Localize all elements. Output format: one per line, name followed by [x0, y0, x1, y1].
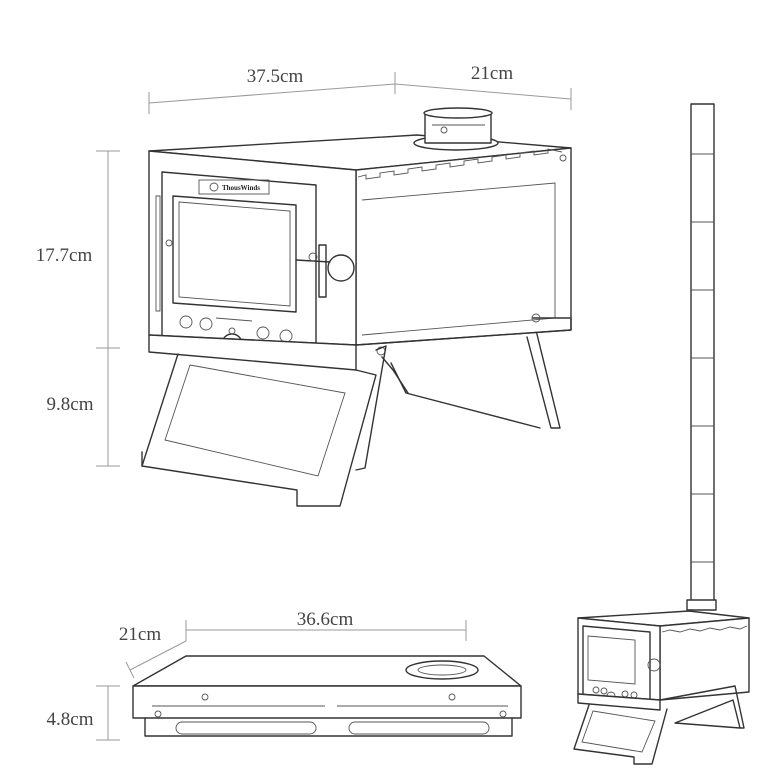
depth-dimension-line	[394, 83, 572, 110]
folded-base	[144, 717, 513, 737]
leg-height-label: 9.8cm	[47, 394, 94, 415]
assembled-stove-with-chimney	[573, 103, 750, 765]
front-leg	[141, 353, 377, 507]
chimney-pipe	[690, 103, 715, 605]
latch-plate	[318, 244, 327, 298]
width-dimension-line	[148, 72, 396, 114]
glass-window	[178, 201, 291, 307]
depth-label: 21cm	[471, 63, 513, 84]
dimension-labels: 37.5cm 21cm 17.7cm 9.8cm 21cm 36.6cm 4.8…	[36, 63, 514, 730]
glass-window-frame	[172, 195, 297, 313]
folded-leg	[348, 721, 490, 735]
folded-leg	[175, 721, 317, 735]
folded-width-label: 36.6cm	[297, 609, 354, 630]
height-dimension-line	[96, 150, 120, 467]
side-vent-edge	[357, 148, 563, 180]
flue-opening	[405, 660, 479, 680]
folded-width-dimension-line	[185, 620, 467, 641]
front-leg-cutout	[164, 364, 346, 477]
brand-logo-icon	[209, 182, 219, 192]
brand-plate	[198, 179, 270, 195]
body-height-label: 17.7cm	[36, 245, 93, 266]
latch-ring	[327, 254, 355, 282]
main-stove: ThousWinds	[141, 107, 572, 507]
chimney-collar	[413, 107, 499, 151]
dimension-lines	[96, 72, 572, 741]
vent-hole	[199, 317, 213, 331]
vent-hole	[179, 315, 193, 329]
chimney-segments	[691, 153, 714, 563]
folded-top	[132, 655, 522, 687]
folded-body	[132, 685, 522, 719]
rear-leg	[390, 317, 561, 429]
brand-label: ThousWinds	[222, 184, 260, 192]
vent-hole	[256, 326, 270, 340]
folded-height-dimension-line	[96, 685, 120, 741]
folded-depth-label: 21cm	[119, 624, 161, 645]
width-label: 37.5cm	[247, 66, 304, 87]
folded-depth-dimension-line	[125, 640, 187, 679]
side-bolt	[559, 154, 567, 162]
folded-height-label: 4.8cm	[47, 709, 94, 730]
folded-stove	[132, 655, 522, 737]
door-hinge	[155, 195, 161, 312]
